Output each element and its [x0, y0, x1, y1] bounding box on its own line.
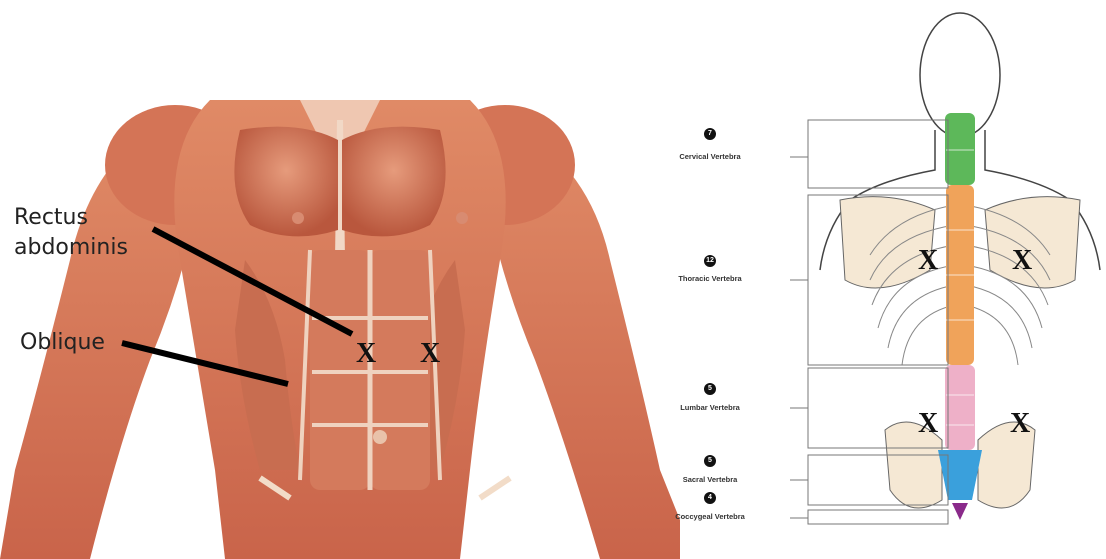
cervical-label: Cervical Vertebra [655, 152, 765, 161]
spine-diagram-panel: 7 Cervical Vertebra 12 Thoracic Vertebra… [680, 0, 1106, 559]
muscle-anatomy-panel: Rectus abdominis Oblique X X [0, 0, 680, 559]
sacral-label: Sacral Vertebra [655, 475, 765, 484]
coccygeal-segment [952, 503, 968, 520]
oblique-label: Oblique [20, 328, 105, 358]
coccygeal-count-badge: 4 [704, 492, 716, 504]
muscle-body-illustration [0, 0, 680, 559]
sacral-segment [938, 450, 982, 500]
cervical-segment [945, 113, 975, 185]
spine-x-mark: X [1012, 247, 1032, 275]
spine-x-mark: X [918, 247, 938, 275]
spine-x-mark: X [918, 410, 938, 438]
lumbar-count-badge: 5 [704, 383, 716, 395]
coccygeal-label: Coccygeal Vertebra [655, 512, 765, 521]
thoracic-label: Thoracic Vertebra [655, 274, 765, 283]
muscle-x-mark: X [420, 340, 440, 368]
rectus-label-line1: Rectus [14, 203, 88, 233]
cervical-count-badge: 7 [704, 128, 716, 140]
lumbar-label: Lumbar Vertebra [655, 403, 765, 412]
sacral-count-badge: 5 [704, 455, 716, 467]
cervical-bracket [808, 120, 948, 188]
spine-x-mark: X [1010, 410, 1030, 438]
rectus-label-line2: abdominis [14, 233, 128, 263]
coccygeal-bracket [808, 510, 948, 524]
thoracic-count-badge: 12 [704, 255, 716, 267]
lumbar-segment [945, 365, 975, 450]
muscle-x-mark: X [356, 340, 376, 368]
